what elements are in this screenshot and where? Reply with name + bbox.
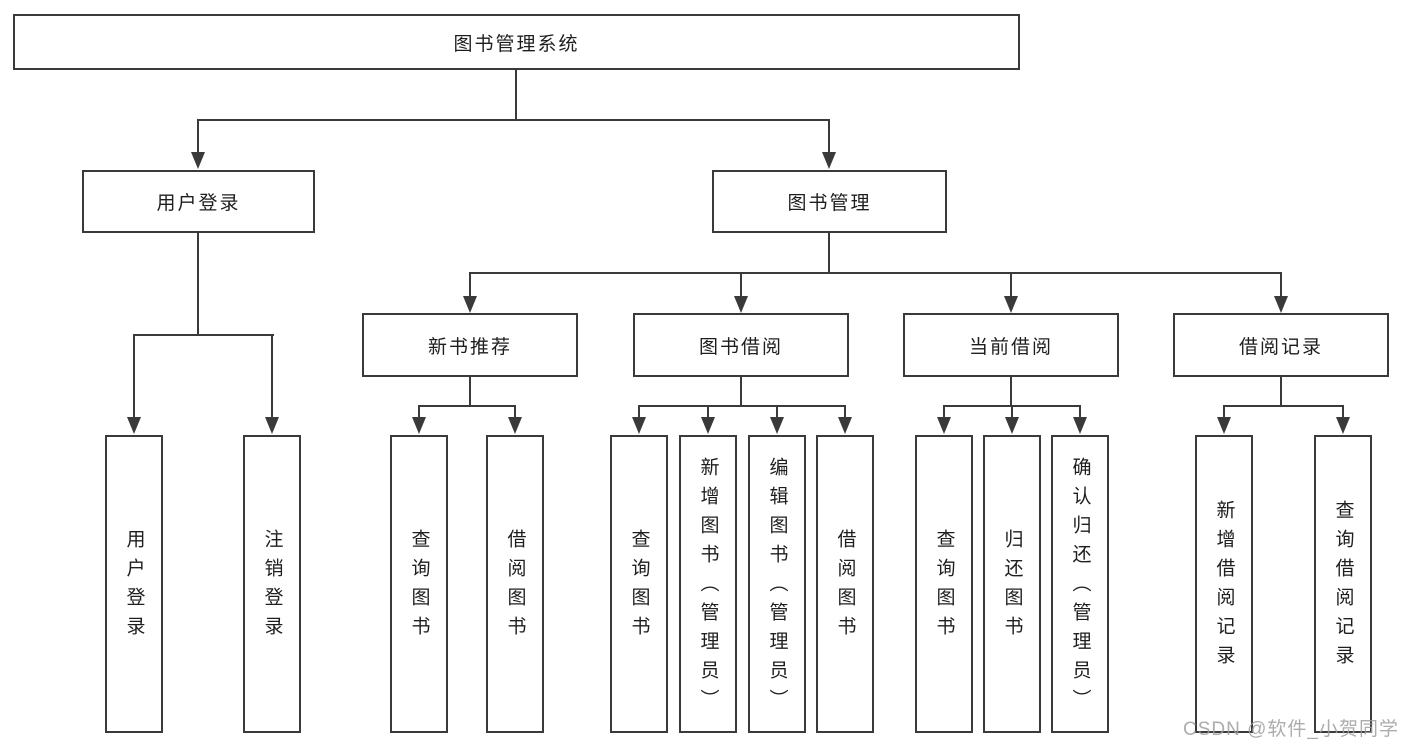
leaf-node-add-borrow-record: 新增借阅记录 [1195, 435, 1253, 733]
arrow-down-icon [770, 417, 784, 434]
connector-line [844, 405, 846, 419]
connector-line [1280, 377, 1282, 407]
leaf-node-query-books-borrow: 查询图书 [610, 435, 668, 733]
connector-line [197, 119, 199, 155]
connector-line [1010, 272, 1012, 298]
connector-line [638, 405, 846, 407]
connector-line [943, 405, 945, 419]
connector-line [515, 70, 517, 120]
arrow-down-icon [508, 417, 522, 434]
arrow-down-icon [937, 417, 951, 434]
leaf-node-edit-books-admin: 编辑图书（管理员） [748, 435, 806, 733]
csdn-watermark: CSDN @软件_小贺同学 [1183, 719, 1399, 740]
connector-line [514, 405, 516, 419]
connector-line [707, 405, 709, 419]
connector-line [133, 334, 274, 336]
group-node-book-borrow: 图书借阅 [633, 313, 849, 377]
arrow-down-icon [463, 296, 477, 313]
connector-line [469, 377, 471, 407]
leaf-node-query-books-current: 查询图书 [915, 435, 973, 733]
leaf-node-query-borrow-record: 查询借阅记录 [1314, 435, 1372, 733]
leaf-node-borrow-books: 借阅图书 [816, 435, 874, 733]
connector-line [1079, 405, 1081, 419]
branch-node-book-management: 图书管理 [712, 170, 947, 233]
connector-line [418, 405, 420, 419]
arrow-down-icon [191, 152, 205, 169]
leaf-node-return-books: 归还图书 [983, 435, 1041, 733]
leaf-node-user-login: 用户登录 [105, 435, 163, 733]
arrow-down-icon [1217, 417, 1231, 434]
root-node-library-system: 图书管理系统 [13, 14, 1020, 70]
connector-line [1280, 272, 1282, 298]
connector-line [1342, 405, 1344, 419]
leaf-node-query-books-recommend: 查询图书 [390, 435, 448, 733]
group-node-new-book-recommend: 新书推荐 [362, 313, 578, 377]
arrow-down-icon [1005, 417, 1019, 434]
arrow-down-icon [127, 417, 141, 434]
leaf-node-logout: 注销登录 [243, 435, 301, 733]
arrow-down-icon [701, 417, 715, 434]
connector-line [776, 405, 778, 419]
connector-line [638, 405, 640, 419]
connector-line [197, 119, 830, 121]
connector-line [1223, 405, 1225, 419]
leaf-node-confirm-return-admin: 确认归还（管理员） [1051, 435, 1109, 733]
arrow-down-icon [1274, 296, 1288, 313]
arrow-down-icon [822, 152, 836, 169]
leaf-node-add-books-admin: 新增图书（管理员） [679, 435, 737, 733]
arrow-down-icon [1336, 417, 1350, 434]
arrow-down-icon [1004, 296, 1018, 313]
arrow-down-icon [632, 417, 646, 434]
arrow-down-icon [1073, 417, 1087, 434]
connector-line [828, 119, 830, 155]
arrow-down-icon [838, 417, 852, 434]
arrow-down-icon [265, 417, 279, 434]
connector-line [271, 334, 273, 419]
arrow-down-icon [412, 417, 426, 434]
leaf-node-borrow-books-recommend: 借阅图书 [486, 435, 544, 733]
connector-line [1010, 377, 1012, 407]
connector-line [469, 272, 471, 298]
group-node-borrow-records: 借阅记录 [1173, 313, 1389, 377]
connector-line [740, 272, 742, 298]
connector-line [828, 233, 830, 273]
branch-node-user-login: 用户登录 [82, 170, 315, 233]
group-node-current-borrow: 当前借阅 [903, 313, 1119, 377]
connector-line [469, 272, 1282, 274]
connector-line [1223, 405, 1344, 407]
connector-line [418, 405, 516, 407]
connector-line [197, 233, 199, 336]
connector-line [740, 377, 742, 407]
connector-line [133, 334, 135, 419]
arrow-down-icon [734, 296, 748, 313]
connector-line [1011, 405, 1013, 419]
